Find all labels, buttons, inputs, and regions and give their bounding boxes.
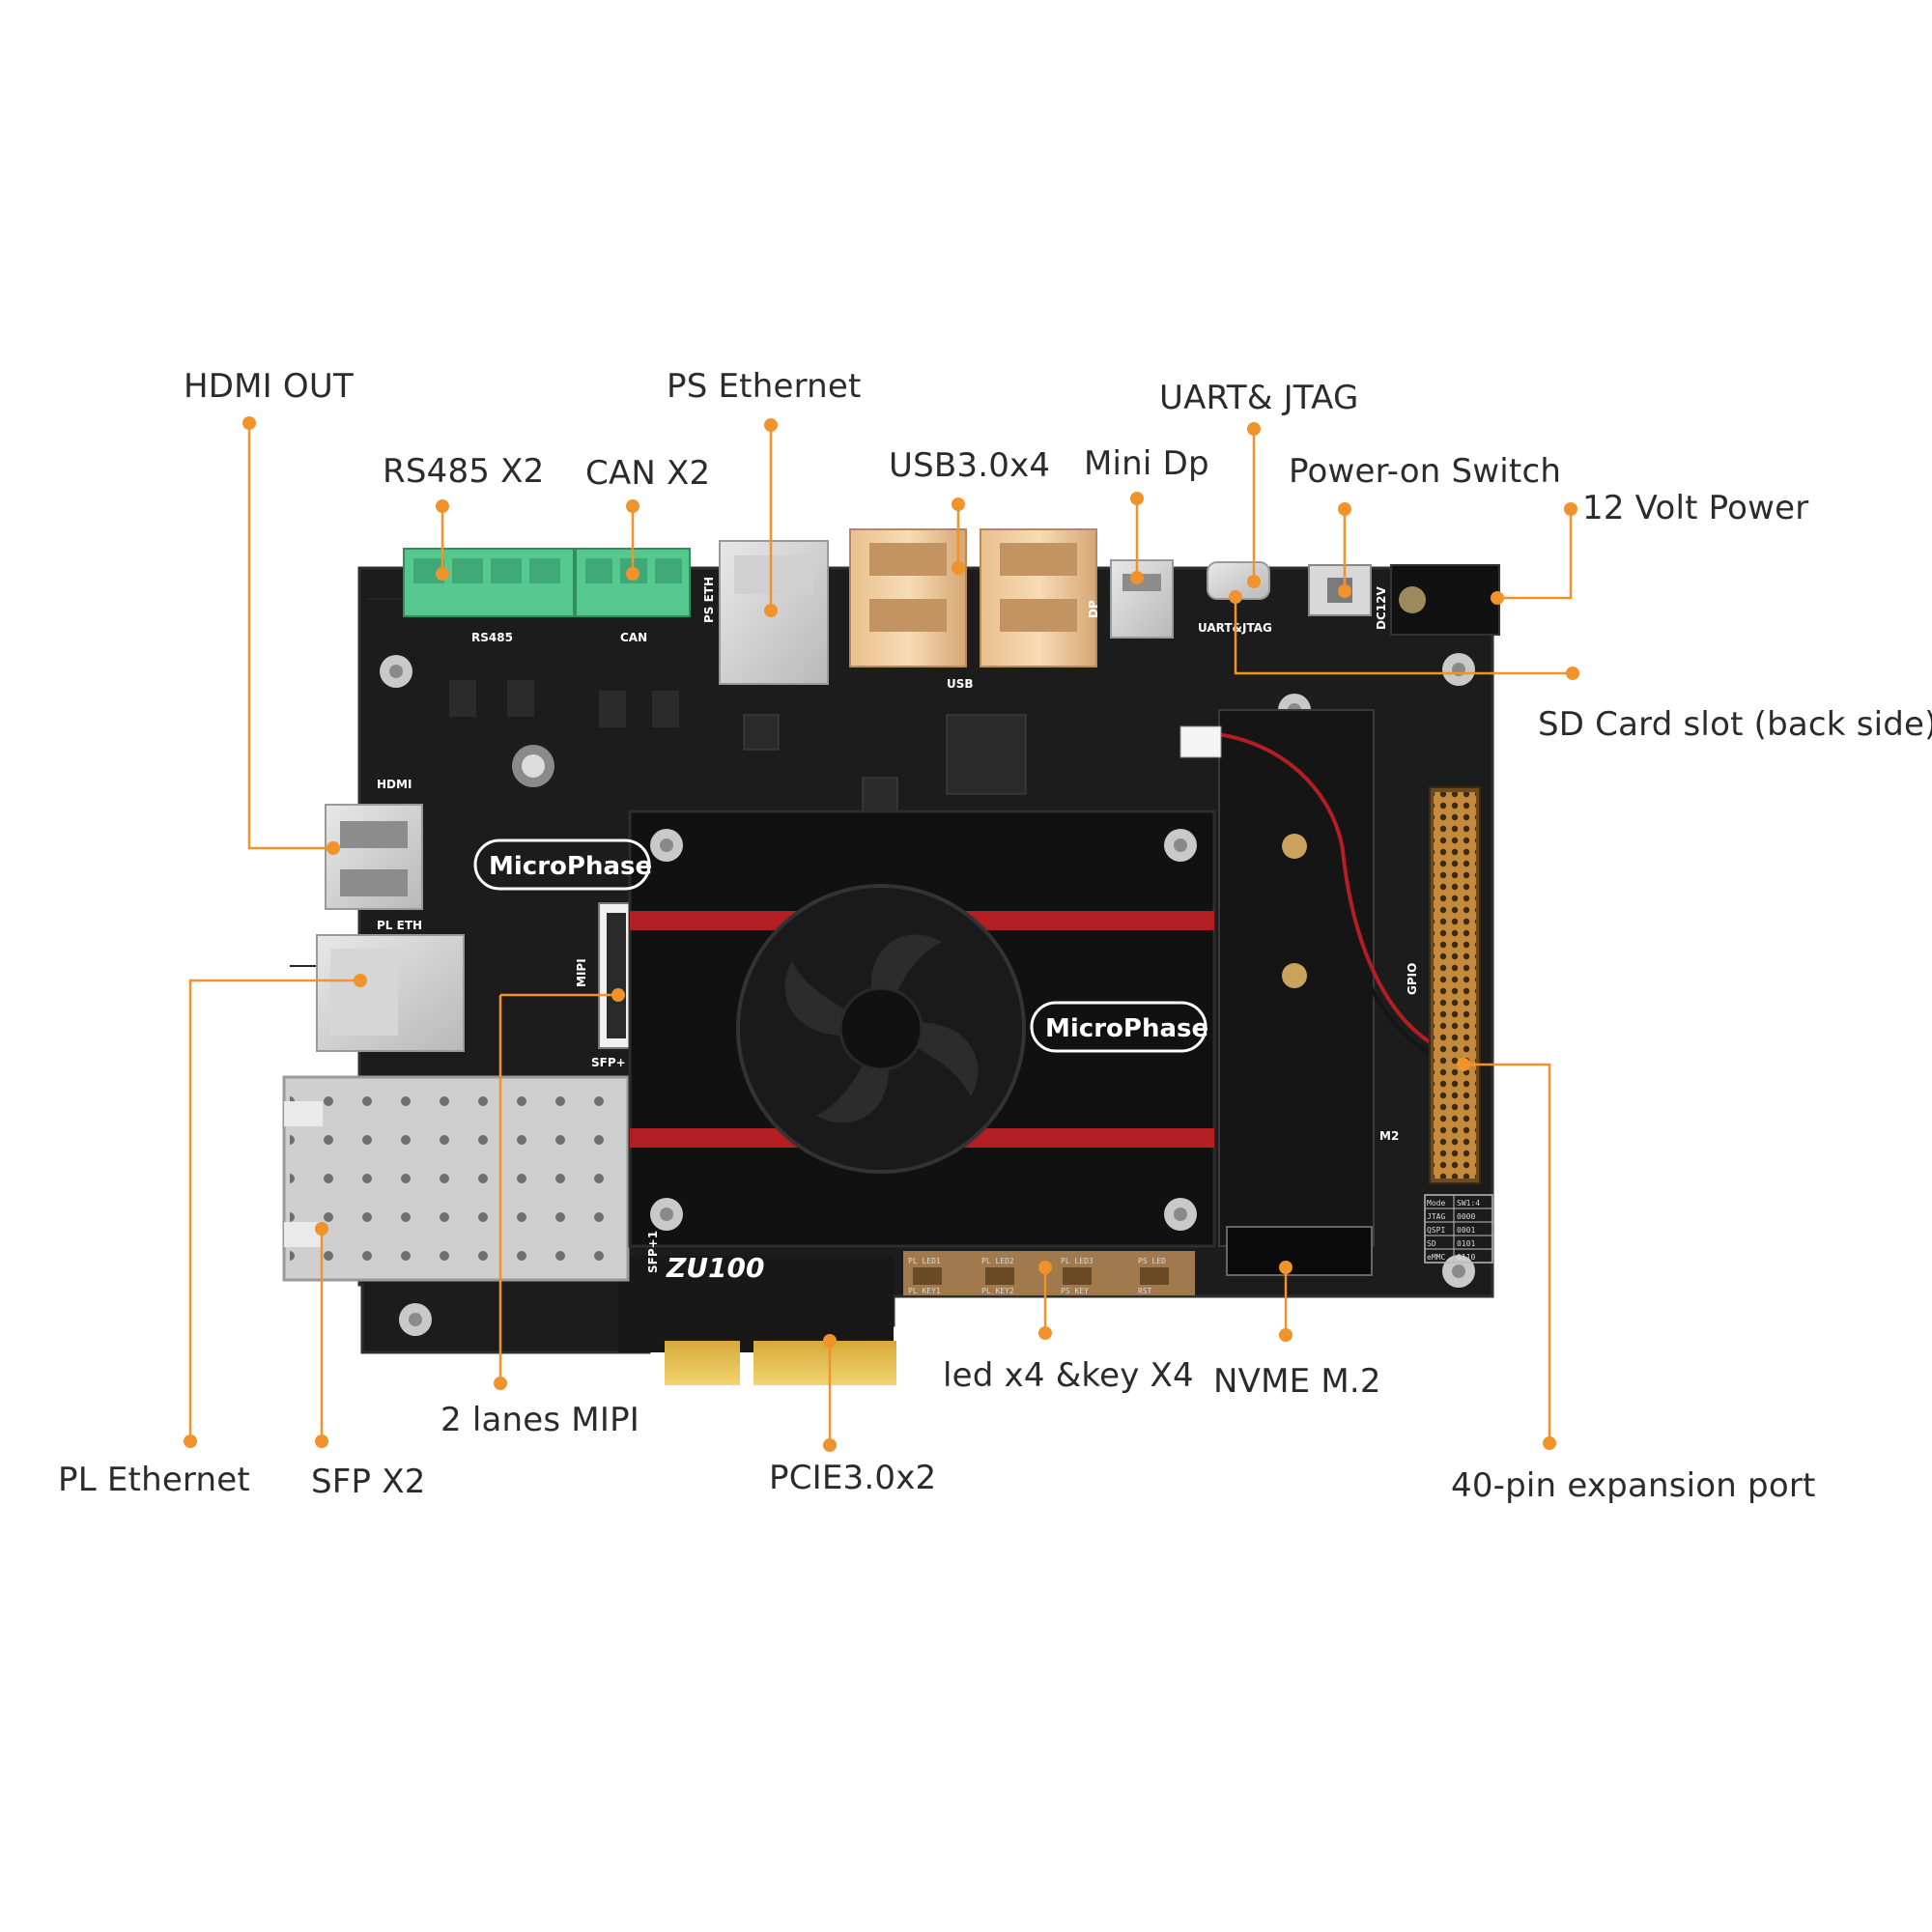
silk-model: ZU100 xyxy=(666,1252,765,1284)
led-label-3: PL LED3 xyxy=(1061,1257,1094,1265)
m2-area xyxy=(1218,709,1375,1276)
callout-12v-power: 12 Volt Power xyxy=(1582,489,1809,527)
silk-can: CAN xyxy=(620,631,647,644)
key-label-2: PL KEY2 xyxy=(981,1287,1014,1295)
key-label-1: PL KEY1 xyxy=(908,1287,941,1295)
boot-row-sd-sw: 0101 xyxy=(1457,1239,1475,1248)
leader-dots xyxy=(184,416,1579,1452)
callout-nvme: NVME M.2 xyxy=(1213,1362,1381,1401)
callout-mipi: 2 lanes MIPI xyxy=(440,1401,640,1439)
boot-row-emmc-sw: 0110 xyxy=(1457,1253,1475,1262)
mipi-connector xyxy=(598,902,635,1049)
silk-dp: DP xyxy=(1087,600,1100,618)
heatsink-brand-badge xyxy=(1030,1001,1208,1053)
callout-can: CAN X2 xyxy=(585,454,711,493)
boot-row-qspi-mode: QSPI xyxy=(1427,1226,1445,1235)
fan-cable xyxy=(1216,732,1469,1060)
led-label-2: PL LED2 xyxy=(981,1257,1014,1265)
callout-mini-dp: Mini Dp xyxy=(1084,444,1209,483)
usb-ports xyxy=(849,528,1097,668)
silk-sfp-plus: SFP+ xyxy=(591,1056,626,1069)
silk-dc12v: DC12V xyxy=(1375,586,1388,630)
callout-power-switch: Power-on Switch xyxy=(1289,452,1562,491)
power-switch xyxy=(1308,564,1372,616)
callout-pcie: PCIE3.0x2 xyxy=(769,1459,937,1497)
callout-expansion: 40-pin expansion port xyxy=(1451,1466,1816,1505)
rs485-terminal-blocks xyxy=(403,548,575,617)
silk-hdmi: HDMI xyxy=(377,778,412,791)
silk-rs485: RS485 xyxy=(471,631,513,644)
key-label-3: PS KEY xyxy=(1061,1287,1089,1295)
sfp-cage xyxy=(282,1075,630,1282)
hdmi-connector xyxy=(325,804,423,910)
callout-rs485: RS485 X2 xyxy=(383,452,545,491)
led-label-1: PL LED1 xyxy=(908,1257,941,1265)
callout-sfp: SFP X2 xyxy=(311,1463,426,1501)
callout-sd-card: SD Card slot (back side) xyxy=(1538,705,1932,744)
boot-row-jtag-sw: 0000 xyxy=(1457,1212,1475,1221)
boot-row-emmc-mode: eMMC xyxy=(1427,1253,1445,1262)
silk-gpio: GPIO xyxy=(1406,963,1419,995)
led-label-4: PS LED xyxy=(1138,1257,1166,1265)
callout-led-key: led x4 &key X4 xyxy=(943,1356,1194,1395)
gpio-header xyxy=(1429,786,1481,1184)
leader-lines xyxy=(188,423,1573,1445)
dc-barrel-jack xyxy=(1390,564,1500,636)
callout-hdmi-out: HDMI OUT xyxy=(184,367,354,406)
silkscreen-labels: RS485 CAN PS ETH USB DP UART&JTAG DC12V … xyxy=(377,577,1480,1295)
silk-sfp-plus-1: SFP+1 xyxy=(646,1231,660,1273)
pl-ethernet-jack xyxy=(316,934,465,1052)
board-brand-badge xyxy=(473,838,651,891)
board-brand: MicroPhase xyxy=(489,852,652,881)
boot-row-qspi-sw: 0001 xyxy=(1457,1226,1475,1235)
callout-usb: USB3.0x4 xyxy=(889,446,1051,485)
silk-mipi: MIPI xyxy=(575,958,588,987)
heatsink-brand: MicroPhase xyxy=(1045,1014,1208,1043)
pcie-gold-fingers xyxy=(665,1341,896,1385)
silk-ps-eth: PS ETH xyxy=(702,577,716,623)
led-key-strip xyxy=(903,1251,1195,1295)
cooling-fan xyxy=(736,884,1026,1174)
boot-mode-table xyxy=(1424,1194,1493,1264)
boot-row-sd-mode: SD xyxy=(1427,1239,1436,1248)
boot-row-jtag-mode: JTAG xyxy=(1427,1212,1445,1221)
mini-dp-port xyxy=(1110,559,1174,639)
boot-header-sw: SW1:4 xyxy=(1457,1199,1480,1208)
callout-ps-ethernet: PS Ethernet xyxy=(667,367,862,406)
silk-m2: M2 xyxy=(1379,1129,1399,1143)
silk-pl-eth: PL ETH xyxy=(377,919,422,932)
key-label-4: RST xyxy=(1138,1287,1152,1295)
silk-usb: USB xyxy=(947,677,974,691)
callout-pl-ethernet: PL Ethernet xyxy=(58,1461,250,1499)
callout-uart-jtag: UART& JTAG xyxy=(1159,379,1359,417)
boot-header-mode: Mode xyxy=(1427,1199,1445,1208)
